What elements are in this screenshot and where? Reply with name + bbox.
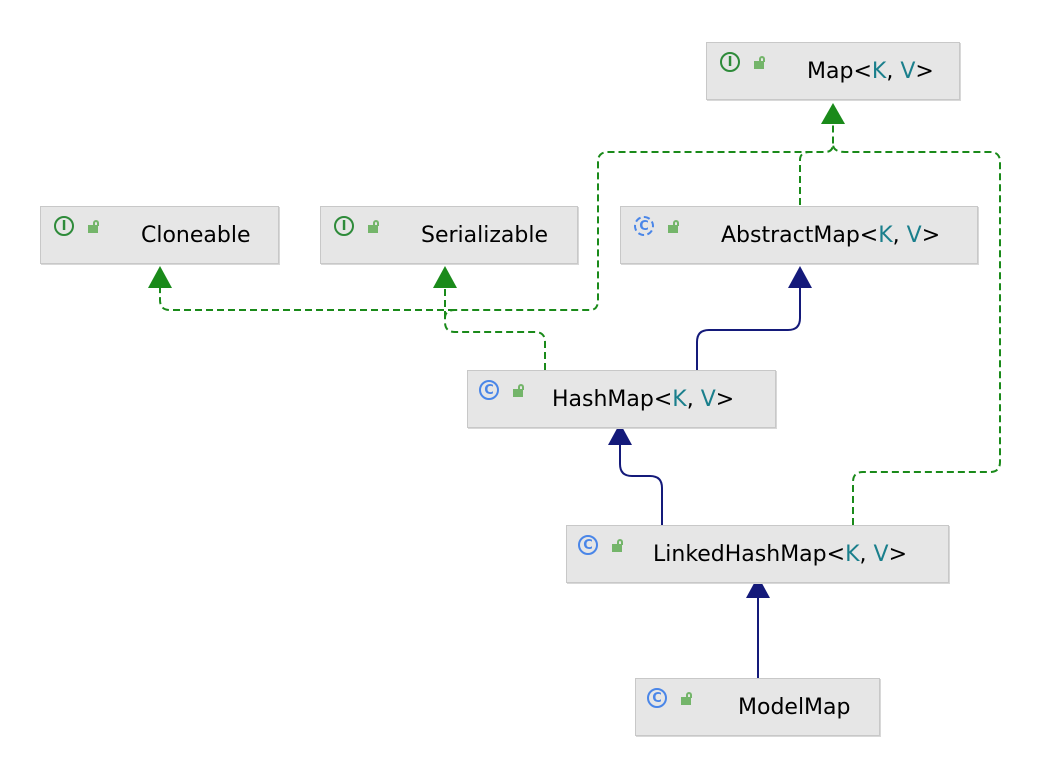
node-label: AbstractMap<K, V>	[721, 223, 941, 248]
node-label: LinkedHashMap<K, V>	[653, 542, 908, 567]
node-hashmap[interactable]: C HashMap<K, V>	[467, 370, 776, 428]
arrowhead-map	[821, 103, 845, 124]
node-map[interactable]: I Map<K, V>	[706, 42, 960, 100]
node-label: Cloneable	[141, 223, 251, 248]
unlocked-icon	[681, 692, 694, 705]
edge-linkedhashmap-extends-hashmap	[619, 443, 663, 525]
abstract-class-icon: C	[634, 216, 654, 236]
node-cloneable[interactable]: I Cloneable	[40, 206, 279, 264]
node-modelmap[interactable]: C ModelMap	[635, 678, 880, 736]
arrowhead-cloneable	[148, 266, 172, 288]
arrowhead-abstractmap	[788, 266, 812, 288]
unlocked-icon	[88, 220, 101, 233]
edge-linkedhashmap-implements-map	[832, 143, 1001, 525]
interface-icon: I	[54, 216, 74, 236]
unlocked-icon	[668, 220, 681, 233]
arrowhead-serializable	[433, 266, 457, 288]
unlocked-icon	[513, 384, 526, 397]
node-serializable[interactable]: I Serializable	[320, 206, 578, 264]
node-linkedhashmap[interactable]: C LinkedHashMap<K, V>	[566, 525, 949, 583]
class-icon: C	[647, 688, 667, 708]
interface-icon: I	[334, 216, 354, 236]
class-icon: C	[578, 535, 598, 555]
edge-abstractmap-implements-map	[799, 124, 834, 205]
unlocked-icon	[612, 539, 625, 552]
interface-icon: I	[720, 52, 740, 72]
class-icon: C	[479, 380, 499, 400]
unlocked-icon	[368, 220, 381, 233]
unlocked-icon	[754, 56, 767, 69]
arrowhead-linkedhashmap	[746, 576, 770, 598]
node-label: HashMap<K, V>	[552, 387, 735, 412]
edge-hashmap-implements-cloneable	[159, 288, 455, 311]
node-label: ModelMap	[738, 695, 851, 720]
edge-hashmap-extends-abstractmap	[696, 288, 801, 370]
arrowhead-hashmap	[608, 423, 632, 445]
node-label: Map<K, V>	[807, 59, 934, 84]
node-abstractmap[interactable]: C AbstractMap<K, V>	[620, 206, 978, 264]
node-label: Serializable	[421, 223, 549, 248]
